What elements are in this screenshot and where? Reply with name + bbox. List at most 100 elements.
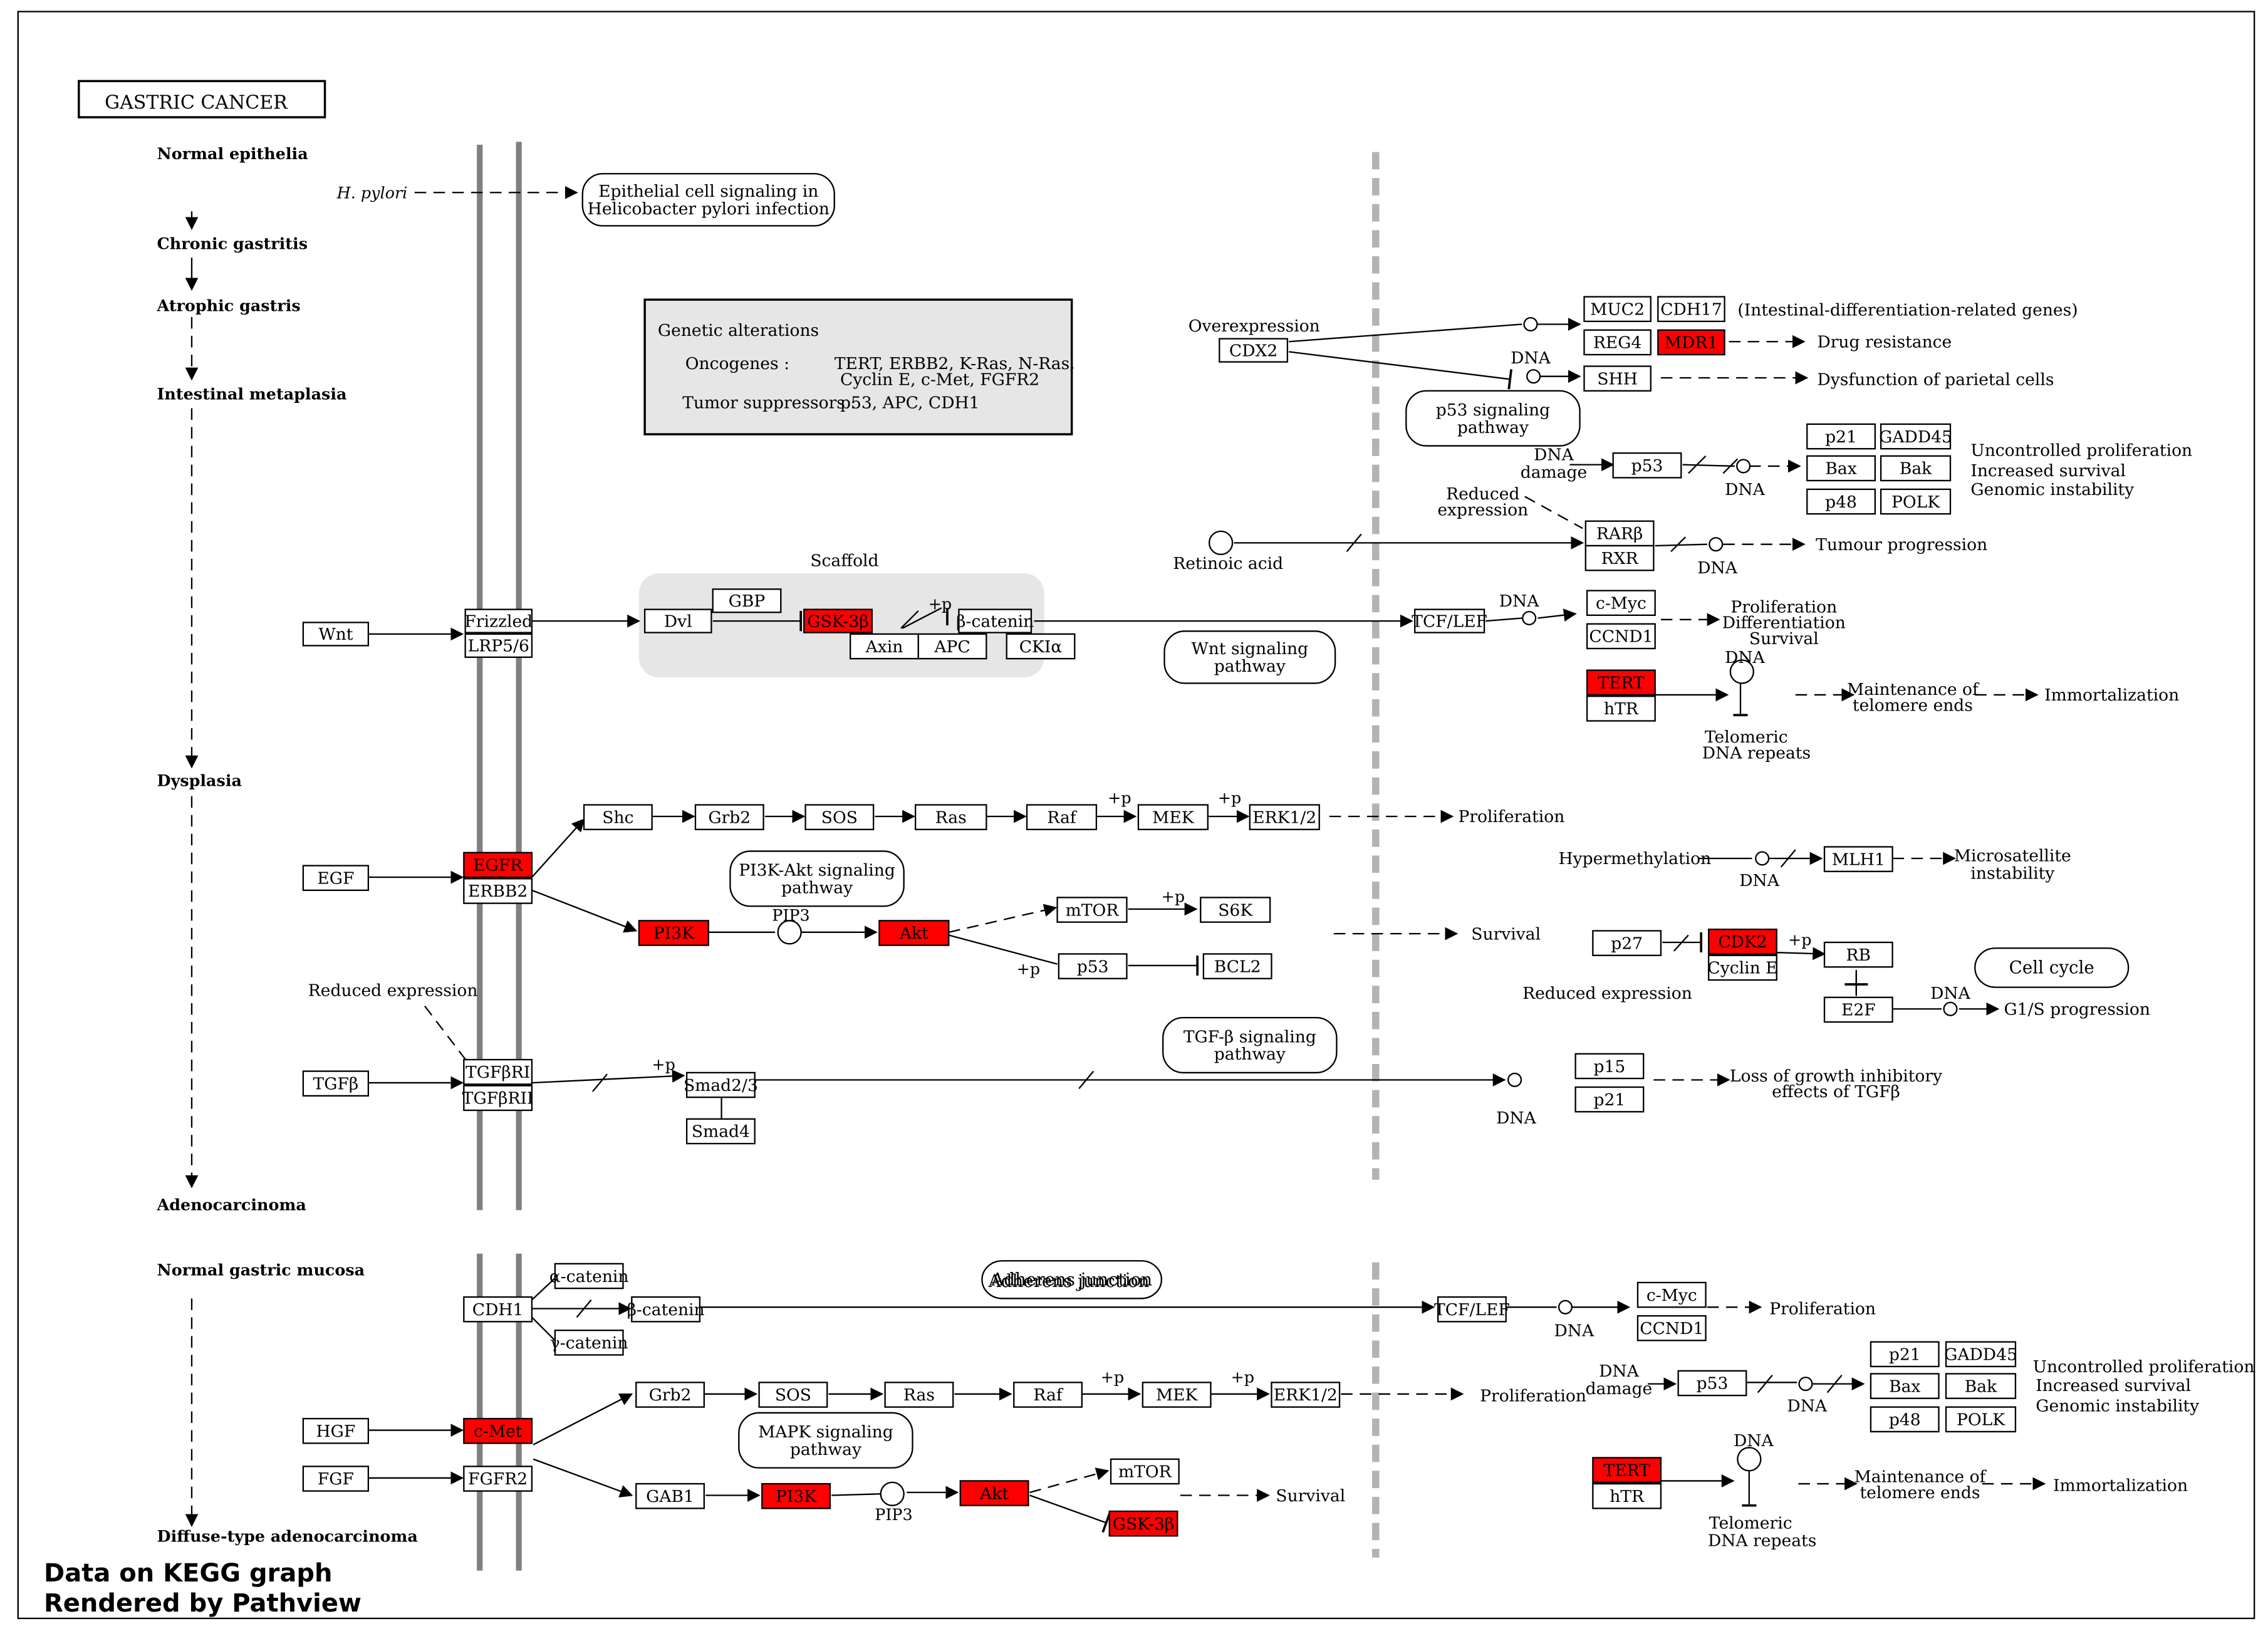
gene-node-gbp[interactable]: GBP <box>712 588 782 613</box>
gene-node-tcflef[interactable]: TCF/LEF <box>1434 1296 1510 1323</box>
gene-node-htr[interactable]: hTR <box>1586 696 1656 722</box>
gene-node-s6k[interactable]: S6K <box>1200 897 1271 923</box>
gene-node-gadd45[interactable]: GADD45 <box>1879 423 1952 450</box>
gene-node-p48[interactable]: p48 <box>1870 1406 1940 1433</box>
gene-node-gsk3b[interactable]: GSK-3β <box>803 608 873 633</box>
gene-node-mlh1[interactable]: MLH1 <box>1823 846 1893 872</box>
gene-node-wnt[interactable]: Wnt <box>302 622 370 647</box>
gene-node-apc[interactable]: APC <box>917 633 987 660</box>
gene-node-p48[interactable]: p48 <box>1806 488 1876 515</box>
gene-node-rb[interactable]: RB <box>1823 941 1893 968</box>
text-outcomes-proliferation: Proliferation <box>1730 597 1837 617</box>
gene-node-cdh17[interactable]: CDH17 <box>1657 296 1725 323</box>
gene-node-raf[interactable]: Raf <box>1026 804 1098 830</box>
gene-node-cdh1[interactable]: CDH1 <box>463 1296 533 1323</box>
gene-node-shh[interactable]: SHH <box>1583 365 1652 392</box>
gene-node-egfr[interactable]: EGFR <box>463 852 533 878</box>
gene-node-reg4[interactable]: REG4 <box>1583 329 1652 356</box>
gene-node-polk[interactable]: POLK <box>1945 1406 2017 1433</box>
gene-node-bak[interactable]: Bak <box>1945 1373 2017 1399</box>
gene-node-rxr[interactable]: RXR <box>1584 544 1655 571</box>
gene-node-tcflef[interactable]: TCF/LEF <box>1412 608 1487 633</box>
gene-node-cmyc[interactable]: c-Myc <box>1636 1281 1707 1308</box>
pathway-link-adherens[interactable]: Adherens junction <box>981 1260 1163 1300</box>
gene-node-erk[interactable]: ERK1/2 <box>1249 804 1320 830</box>
gene-node-sos[interactable]: SOS <box>804 804 875 830</box>
gene-node-p53[interactable]: p53 <box>1677 1370 1747 1397</box>
gene-node-erk[interactable]: ERK1/2 <box>1271 1382 1341 1408</box>
gene-node-ccnd1[interactable]: CCND1 <box>1586 623 1656 650</box>
gene-node-sos[interactable]: SOS <box>758 1382 828 1408</box>
gene-node-cmet[interactable]: c-Met <box>463 1417 533 1444</box>
gene-node-tgfbr2[interactable]: TGFβRII <box>462 1085 534 1112</box>
gene-node-frizzled[interactable]: Frizzled <box>464 608 533 633</box>
gene-node-mek[interactable]: MEK <box>1137 804 1209 830</box>
gene-node-erbb2[interactable]: ERBB2 <box>463 878 533 904</box>
gene-node-smad4[interactable]: Smad4 <box>685 1118 756 1145</box>
gene-node-gsk3b[interactable]: GSK-3β <box>1108 1510 1178 1537</box>
gene-node-lrp56[interactable]: LRP5/6 <box>464 633 533 659</box>
gene-node-ras[interactable]: Ras <box>914 804 987 830</box>
gene-node-axin[interactable]: Axin <box>850 633 919 660</box>
gene-node-ras[interactable]: Ras <box>884 1382 954 1408</box>
gene-node-gcatenin[interactable]: γ-catenin <box>550 1329 628 1356</box>
gene-node-hgf[interactable]: HGF <box>302 1417 370 1444</box>
gene-node-cmyc[interactable]: c-Myc <box>1586 590 1656 617</box>
gene-node-akt[interactable]: Akt <box>959 1480 1029 1506</box>
gene-node-bak[interactable]: Bak <box>1880 455 1952 482</box>
gene-node-bax[interactable]: Bax <box>1806 455 1876 482</box>
gene-node-ccnd1[interactable]: CCND1 <box>1636 1315 1707 1342</box>
gene-node-egf[interactable]: EGF <box>302 865 370 891</box>
gene-node-dvl[interactable]: Dvl <box>643 608 712 633</box>
gene-node-p21[interactable]: p21 <box>1574 1086 1645 1113</box>
gene-node-bcatenin[interactable]: β-catenin <box>956 608 1034 633</box>
gene-node-gab1[interactable]: GAB1 <box>635 1482 705 1509</box>
gene-node-htr[interactable]: hTR <box>1592 1482 1662 1509</box>
gene-node-mek[interactable]: MEK <box>1142 1382 1212 1408</box>
gene-node-grb2[interactable]: Grb2 <box>635 1382 705 1408</box>
gene-node-tgfb[interactable]: TGFβ <box>302 1070 370 1097</box>
gene-node-p15[interactable]: p15 <box>1574 1053 1645 1080</box>
gene-node-muc2[interactable]: MUC2 <box>1583 296 1652 323</box>
gene-node-fgf[interactable]: FGF <box>302 1466 370 1492</box>
gene-node-mtor[interactable]: mTOR <box>1110 1458 1180 1485</box>
pathway-link-cellcycle[interactable]: Cell cycle <box>1974 947 2130 988</box>
gene-node-shc[interactable]: Shc <box>583 804 653 830</box>
pathway-link-hpylori[interactable]: Epithelial cell signaling inHelicobacter… <box>581 173 835 227</box>
gene-node-cdx2[interactable]: CDX2 <box>1219 338 1289 363</box>
gene-node-bcl2[interactable]: BCL2 <box>1202 953 1272 979</box>
gene-node-cdk2[interactable]: CDK2 <box>1708 929 1777 955</box>
gene-node-grb2[interactable]: Grb2 <box>694 804 764 830</box>
gene-node-p53[interactable]: p53 <box>1612 452 1682 479</box>
gene-node-smad23[interactable]: Smad2/3 <box>684 1071 758 1098</box>
text-genes-erk: ERK1/2 <box>1274 1385 1338 1405</box>
gene-node-pi3k[interactable]: PI3K <box>761 1482 831 1509</box>
gene-node-pi3k[interactable]: PI3K <box>638 920 709 946</box>
gene-node-tert[interactable]: TERT <box>1586 669 1656 696</box>
gene-node-p21[interactable]: p21 <box>1806 423 1876 450</box>
gene-node-cyclin-e[interactable]: Cyclin E <box>1707 954 1778 981</box>
gene-node-p27[interactable]: p27 <box>1592 930 1662 956</box>
gene-node-acatenin[interactable]: α-catenin <box>549 1263 629 1290</box>
gene-node-bax[interactable]: Bax <box>1870 1373 1940 1399</box>
gene-node-rarb[interactable]: RARβ <box>1584 520 1655 547</box>
gene-node-raf[interactable]: Raf <box>1013 1382 1083 1408</box>
gene-node-e2f[interactable]: E2F <box>1823 996 1893 1023</box>
gene-node-mtor[interactable]: mTOR <box>1056 897 1128 923</box>
gene-node-p21[interactable]: p21 <box>1870 1341 1940 1368</box>
gene-node-tgfbr1[interactable]: TGFβRI <box>463 1058 533 1085</box>
gene-node-p53[interactable]: p53 <box>1058 953 1128 979</box>
gene-node-akt[interactable]: Akt <box>878 920 950 946</box>
gene-node-ckia[interactable]: CKIα <box>1006 633 1076 660</box>
gene-node-bcatenin[interactable]: β-catenin <box>627 1296 705 1323</box>
gene-node-fgfr2[interactable]: FGFR2 <box>463 1466 533 1492</box>
gene-node-mdr1[interactable]: MDR1 <box>1657 329 1725 356</box>
gene-node-tert[interactable]: TERT <box>1592 1457 1662 1483</box>
gene-node-polk[interactable]: POLK <box>1880 488 1952 515</box>
gene-node-gadd45[interactable]: GADD45 <box>1944 1341 2017 1368</box>
